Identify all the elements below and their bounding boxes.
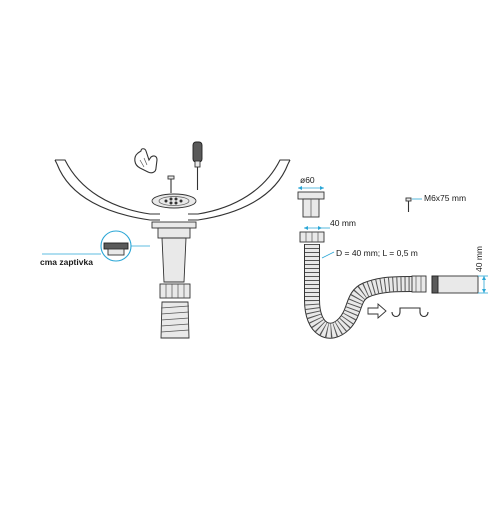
end-nut bbox=[411, 275, 427, 293]
hanger-clip bbox=[391, 307, 429, 318]
sealant-label: cma zaptivka bbox=[40, 257, 93, 267]
strainer-body bbox=[151, 221, 197, 283]
hose-spec-label: D = 40 mm; L = 0,5 m bbox=[336, 248, 418, 258]
flexible-hose bbox=[304, 244, 413, 339]
strainer-grate bbox=[151, 193, 197, 209]
width-dimension bbox=[304, 226, 330, 230]
connecting-nut bbox=[159, 283, 191, 299]
sink-bowl bbox=[54, 159, 291, 221]
hose-nut bbox=[299, 231, 325, 243]
wall-screw bbox=[405, 197, 412, 212]
height-dimension bbox=[478, 275, 488, 294]
center-screw bbox=[167, 175, 175, 193]
sealant-detail bbox=[42, 230, 150, 262]
corrugated-pipe-piece bbox=[160, 301, 190, 339]
diameter-label: ø60 bbox=[300, 175, 315, 185]
hand-icon bbox=[134, 148, 158, 174]
outlet-pipe bbox=[431, 275, 479, 294]
width-label-left: 40 mm bbox=[330, 218, 356, 228]
height-label-right: 40 mm bbox=[474, 246, 484, 272]
top-fitting bbox=[297, 191, 325, 218]
arrow-right-icon bbox=[367, 303, 387, 319]
screw-label: M6x75 mm bbox=[424, 193, 466, 203]
diameter-dimension bbox=[298, 186, 324, 190]
screwdriver-icon bbox=[192, 141, 203, 190]
